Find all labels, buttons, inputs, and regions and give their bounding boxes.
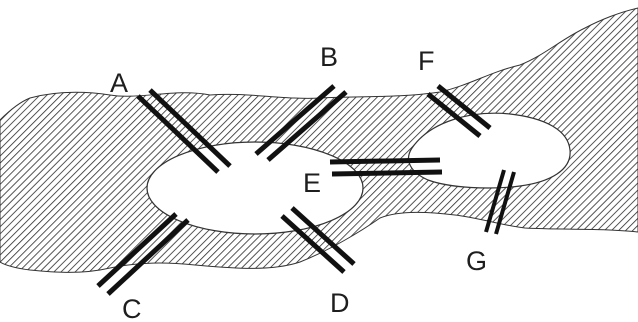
label-e: E	[303, 168, 321, 198]
bridge-a	[136, 88, 232, 174]
island-left	[146, 141, 364, 235]
label-d: D	[330, 288, 350, 318]
bridge-d	[280, 206, 356, 274]
label-c: C	[122, 294, 142, 322]
bridge-b	[254, 84, 348, 162]
bridge-g	[484, 169, 516, 235]
label-b: B	[320, 42, 338, 72]
label-f: F	[418, 46, 435, 76]
bridge-c	[96, 212, 190, 296]
island-right	[407, 112, 571, 189]
bridge-e	[329, 157, 443, 177]
label-a: A	[110, 68, 128, 98]
label-g: G	[466, 246, 487, 276]
bridge-f	[426, 84, 492, 138]
